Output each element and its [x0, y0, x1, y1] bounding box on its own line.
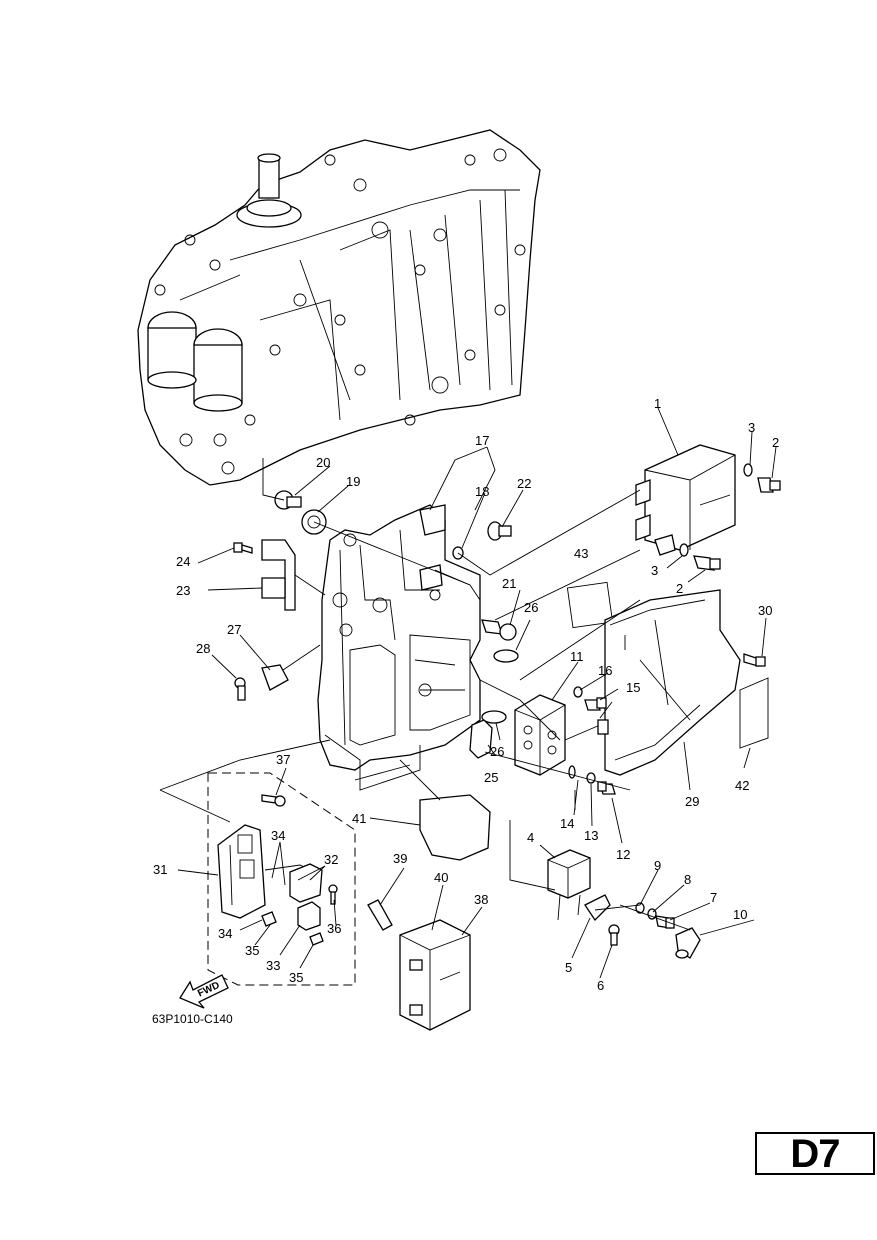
part-41-cover: [419, 794, 491, 861]
part-40-38-box: [399, 919, 471, 1031]
part-22-grommet: [487, 521, 512, 541]
assembly-lines: [159, 458, 691, 931]
part-42-decal: [739, 677, 769, 749]
callout-11: 11: [570, 649, 584, 664]
callout-22: 22: [517, 476, 531, 491]
page-tag-text: D7: [790, 1131, 840, 1176]
callout-41: 41: [352, 811, 366, 826]
callout-26: 26: [490, 744, 504, 759]
part-2-3-bolts-washers: [679, 463, 781, 571]
callout-17: 17: [475, 433, 489, 448]
part-25-holder: [469, 719, 493, 759]
callout-38: 38: [474, 892, 488, 907]
callout-5: 5: [565, 960, 572, 975]
callout-34: 34: [271, 828, 285, 843]
part-6-bolt: [608, 924, 620, 946]
part-5-bracket: [584, 894, 611, 922]
part-28-bolt: [234, 677, 246, 701]
kit-outline: [207, 772, 356, 986]
part-21-bolt: [481, 619, 517, 641]
callout-16: 16: [598, 663, 612, 678]
part-4-relay: [547, 849, 591, 921]
part-7-bolt: [655, 915, 675, 929]
callout-labels: 1 2 3 3 2 4 5 6 7 8 9 10 11 12 13 14 15 …: [153, 396, 779, 993]
callout-15: 15: [626, 680, 640, 695]
callout-37: 37: [276, 752, 290, 767]
callout-13: 13: [584, 828, 598, 843]
electrical-bracket: [317, 504, 481, 791]
callout-43: 43: [574, 546, 588, 561]
part-23-clamp: [261, 539, 296, 611]
callout-27: 27: [227, 622, 241, 637]
callout-42: 42: [735, 778, 749, 793]
callout-1: 1: [654, 396, 661, 411]
part-26-clamp-upper: [493, 649, 519, 663]
callout-10: 10: [733, 907, 747, 922]
callout-32: 32: [324, 852, 338, 867]
part-43-label: [566, 581, 614, 629]
leader-lines: [177, 407, 777, 979]
callout-26: 26: [524, 600, 538, 615]
part-35-cap-upper: [261, 911, 277, 927]
callout-9: 9: [654, 858, 661, 873]
part-33-block: [297, 901, 321, 931]
diagram-code: 63P1010-C140: [152, 1012, 233, 1026]
part-10-cap: [675, 927, 701, 959]
part-24-bolt: [233, 542, 253, 554]
fwd-arrow: FWD: [179, 974, 229, 1009]
part-14-grommet: [568, 765, 576, 779]
part-29-cover: [604, 589, 741, 776]
part-1-cdi-unit: [635, 444, 736, 556]
page-tag: D7: [755, 1132, 875, 1175]
callout-31: 31: [153, 862, 167, 877]
callout-39: 39: [393, 851, 407, 866]
callout-8: 8: [684, 872, 691, 887]
callout-19: 19: [346, 474, 360, 489]
callout-36: 36: [327, 921, 341, 936]
callout-3: 3: [651, 563, 658, 578]
callout-2: 2: [676, 581, 683, 596]
callout-18: 18: [475, 484, 489, 499]
callout-24: 24: [176, 554, 190, 569]
callout-30: 30: [758, 603, 772, 618]
callout-25: 25: [484, 770, 498, 785]
part-16-washer: [573, 686, 583, 698]
part-27-plate: [261, 664, 289, 691]
callout-35: 35: [245, 943, 259, 958]
part-30-bolt: [743, 653, 766, 667]
callout-12: 12: [616, 847, 630, 862]
part-37-bolt: [261, 794, 286, 807]
callout-7: 7: [710, 890, 717, 905]
part-36-screw: [328, 884, 338, 905]
callout-40: 40: [434, 870, 448, 885]
engine-block-illustration: [137, 129, 541, 486]
part-15-bolt: [584, 697, 607, 711]
part-35-cap-lower: [309, 932, 324, 946]
callout-4: 4: [527, 830, 534, 845]
callout-23: 23: [176, 583, 190, 598]
callout-6: 6: [597, 978, 604, 993]
callout-34: 34: [218, 926, 232, 941]
callout-28: 28: [196, 641, 210, 656]
callout-33: 33: [266, 958, 280, 973]
part-39-connector: [367, 899, 393, 931]
part-26-clamp-lower: [481, 710, 507, 724]
part-11-rectifier: [514, 694, 609, 776]
callout-35: 35: [289, 970, 303, 985]
callout-14: 14: [560, 816, 574, 831]
part-32-relay: [289, 863, 323, 903]
callout-21: 21: [502, 576, 516, 591]
callout-2: 2: [772, 435, 779, 450]
callout-20: 20: [316, 455, 330, 470]
callout-3: 3: [748, 420, 755, 435]
callout-29: 29: [685, 794, 699, 809]
part-13-washer: [586, 772, 596, 784]
